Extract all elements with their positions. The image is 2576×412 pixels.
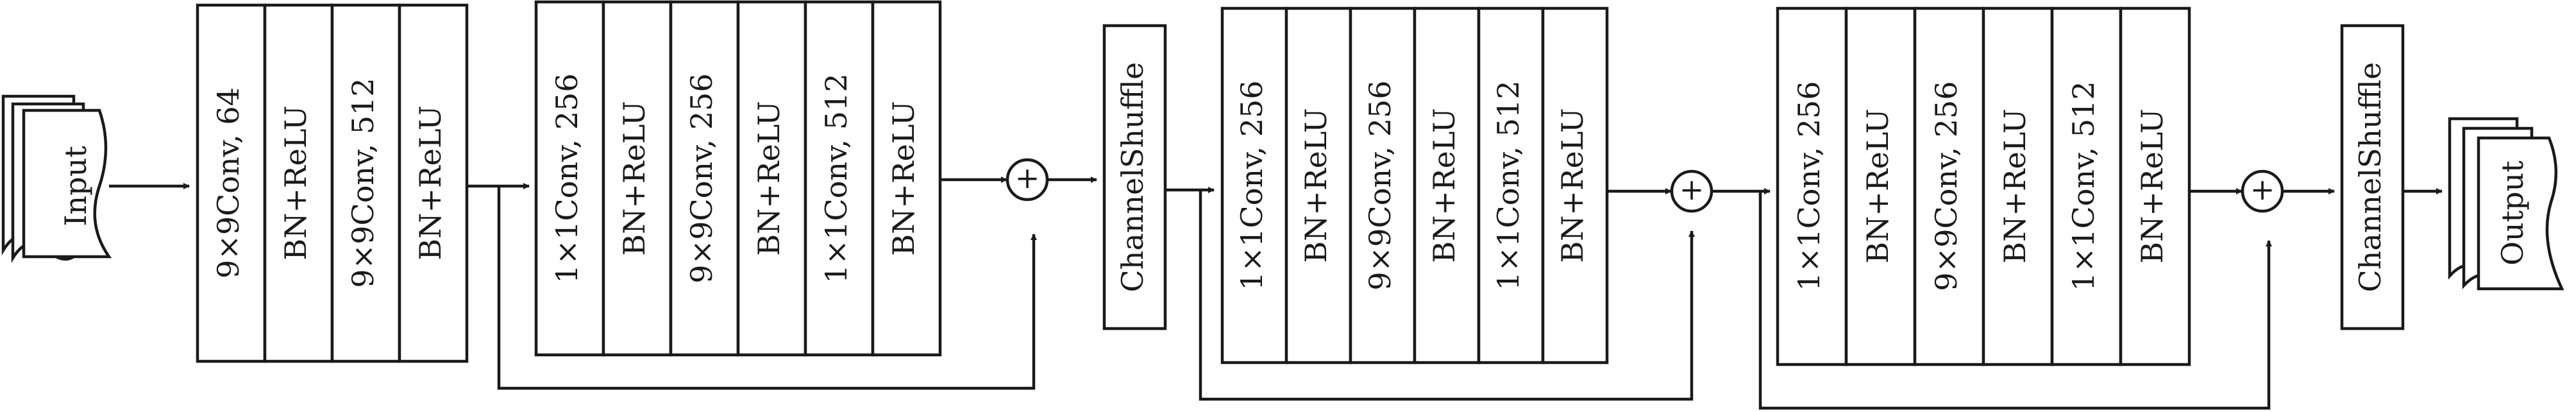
block3-label-2: 9×9Conv, 256: [1363, 80, 1397, 290]
sum-node-3: +: [2241, 169, 2284, 213]
input-stack: Input: [1, 94, 112, 263]
block4-label-5: BN+ReLU: [2135, 108, 2169, 263]
block4-label-3: BN+ReLU: [1998, 108, 2032, 263]
block1-cell-1: [263, 3, 334, 363]
block4: 1×1Conv, 256 BN+ReLU 9×9Conv, 256 BN+ReL…: [1776, 6, 2191, 366]
block3-label-4: 1×1Conv, 512: [1491, 80, 1526, 290]
block3-cell-3: [1413, 6, 1481, 365]
block4-label-1: BN+ReLU: [1860, 108, 1895, 263]
sum-symbol-2: +: [1679, 172, 1705, 207]
block2-label-2: 9×9Conv, 256: [684, 73, 719, 283]
block4-cell-3: [1982, 6, 2054, 366]
block2-label-5: BN+ReLU: [886, 101, 921, 255]
block2: 1×1Conv, 256 BN+ReLU 9×9Conv, 256 BN+ReL…: [534, 0, 942, 357]
block3-cell-1: [1284, 6, 1352, 365]
block3-label-0: 1×1Conv, 256: [1234, 80, 1269, 290]
block2-cell-4: [804, 0, 875, 357]
sum-symbol-1: +: [1015, 160, 1040, 195]
block3-cell-5: [1541, 6, 1609, 365]
block4-cell-5: [2119, 6, 2191, 366]
block1-label-1: BN+ReLU: [278, 105, 313, 260]
block4-label-0: 1×1Conv, 256: [1792, 81, 1826, 291]
skip-connection-1: [497, 186, 1037, 390]
shuffle1-label: ChannelShuffle: [1115, 62, 1150, 293]
block3-cell-4: [1477, 6, 1545, 365]
block3: 1×1Conv, 256 BN+ReLU 9×9Conv, 256 BN+ReL…: [1220, 6, 1609, 365]
block4-cell-4: [2050, 6, 2123, 366]
block4-cell-1: [1844, 6, 1917, 366]
block1-cell-2: [330, 3, 401, 363]
sum-node-1: +: [1006, 158, 1049, 202]
block4-cell-2: [1913, 6, 1985, 366]
block2-cell-1: [602, 0, 673, 357]
block2-label-3: BN+ReLU: [752, 101, 786, 255]
block1-label-3: BN+ReLU: [413, 105, 448, 260]
output-label: Output: [2495, 160, 2530, 266]
block3-cell-2: [1349, 6, 1417, 365]
output-stack: Output: [2448, 117, 2564, 291]
block1-cell-3: [398, 3, 469, 363]
block3-label-1: BN+ReLU: [1299, 108, 1333, 262]
block1-label-2: 9×9Conv, 512: [346, 78, 380, 288]
block4-cell-0: [1776, 6, 1848, 366]
shuffle2-label: ChannelShuffle: [2353, 62, 2387, 293]
block4-label-2: 9×9Conv, 256: [1929, 81, 1964, 291]
sum-symbol-3: +: [2250, 172, 2275, 207]
block3-label-3: BN+ReLU: [1427, 108, 1461, 262]
block1-label-0: 9×9Conv, 64: [211, 87, 246, 279]
block1: 9×9Conv, 64 BN+ReLU 9×9Conv, 512 BN+ReLU: [196, 3, 469, 363]
block2-cell-3: [736, 0, 807, 357]
block2-label-1: BN+ReLU: [617, 101, 652, 255]
block2-label-0: 1×1Conv, 256: [550, 73, 584, 283]
block3-label-5: BN+ReLU: [1555, 108, 1590, 262]
block2-label-4: 1×1Conv, 512: [819, 73, 854, 283]
skip-connection-2: [1199, 190, 1695, 401]
block4-label-4: 1×1Conv, 512: [2066, 81, 2101, 291]
block2-cell-0: [534, 0, 605, 357]
skip-connection-3: [1758, 191, 2272, 410]
input-label: Input: [58, 146, 93, 227]
sum-node-2: +: [1670, 169, 1713, 213]
shuffle1: ChannelShuffle: [1102, 24, 1167, 330]
block2-cell-5: [871, 0, 942, 357]
shuffle2: ChannelShuffle: [2340, 24, 2405, 330]
